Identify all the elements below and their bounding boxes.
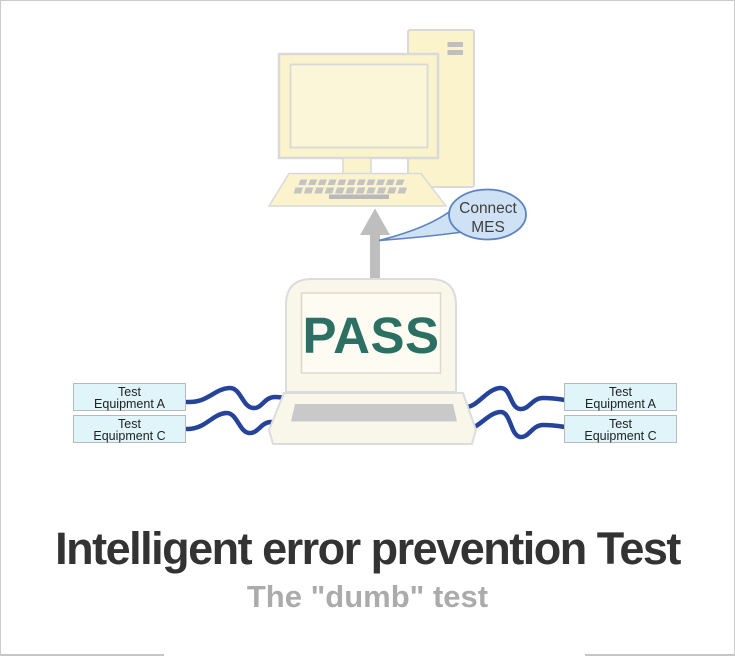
equipment-box-right-c: Test Equipment C [564,415,677,443]
bottom-border-left [1,654,164,656]
keyboard-key [397,187,407,194]
equipment-label-line1: Test [609,385,632,399]
equipment-box-left-a: Test Equipment A [73,383,186,411]
keyboard-key [376,179,386,185]
cable-icon-right-c [465,409,568,440]
keyboard-key [337,179,347,185]
equipment-label-line1: Test [118,385,141,399]
keyboard-spacebar [329,194,389,199]
equipment-label-line2: Equipment C [584,429,657,443]
page-subtitle: The "dumb" test [246,579,489,614]
keyboard-key [385,179,395,185]
keyboard-key [317,179,327,185]
bubble-text: Connect MES [449,199,527,237]
laptop-touchpad [291,404,457,422]
monitor-stand [342,157,372,175]
monitor-screen [289,63,429,149]
equipment-label-line1: Test [118,417,141,431]
keyboard-key [324,187,335,194]
bottom-border-right [585,654,734,656]
equipment-label-line2: Equipment A [585,397,656,411]
keyboard-keys [293,179,407,194]
keyboard-key [366,187,376,194]
keyboard-key [327,179,337,185]
page-title: Intelligent error prevention Test [55,523,681,574]
equipment-label-line1: Test [609,417,632,431]
keyboard-key [376,187,387,194]
laptop-screen [300,292,442,374]
tower-slot [447,50,463,55]
equipment-box-right-a: Test Equipment A [564,383,677,411]
cable-icon-right-a [464,385,568,412]
equipment-label-line2: Equipment A [94,397,165,411]
keyboard-key [314,187,324,194]
keyboard-key [308,179,318,185]
keyboard-key [347,179,356,185]
keyboard-key [303,187,314,194]
up-arrow-icon [360,208,390,279]
keyboard-key [298,179,308,185]
bubble-line2: MES [471,219,505,236]
desktop-computer-icon [267,29,475,207]
speech-bubble-body [448,188,527,241]
keyboard-key [355,187,366,194]
speech-bubble-icon [378,188,527,242]
keyboard-key [387,187,397,194]
keyboard-key [345,187,355,194]
keyboard-key [356,179,366,185]
pass-text: PASS [302,307,440,364]
bubble-line1: Connect [459,200,517,217]
equipment-label-line2: Equipment C [93,429,166,443]
keyboard-key [293,187,303,194]
cable-icon-left-a [184,385,296,411]
equipment-box-left-c: Test Equipment C [73,415,186,443]
tower-slot [447,42,463,47]
laptop-icon [268,278,477,445]
keyboard-key [395,179,405,185]
keyboard-key [366,179,376,185]
keyboard-key [335,187,345,194]
